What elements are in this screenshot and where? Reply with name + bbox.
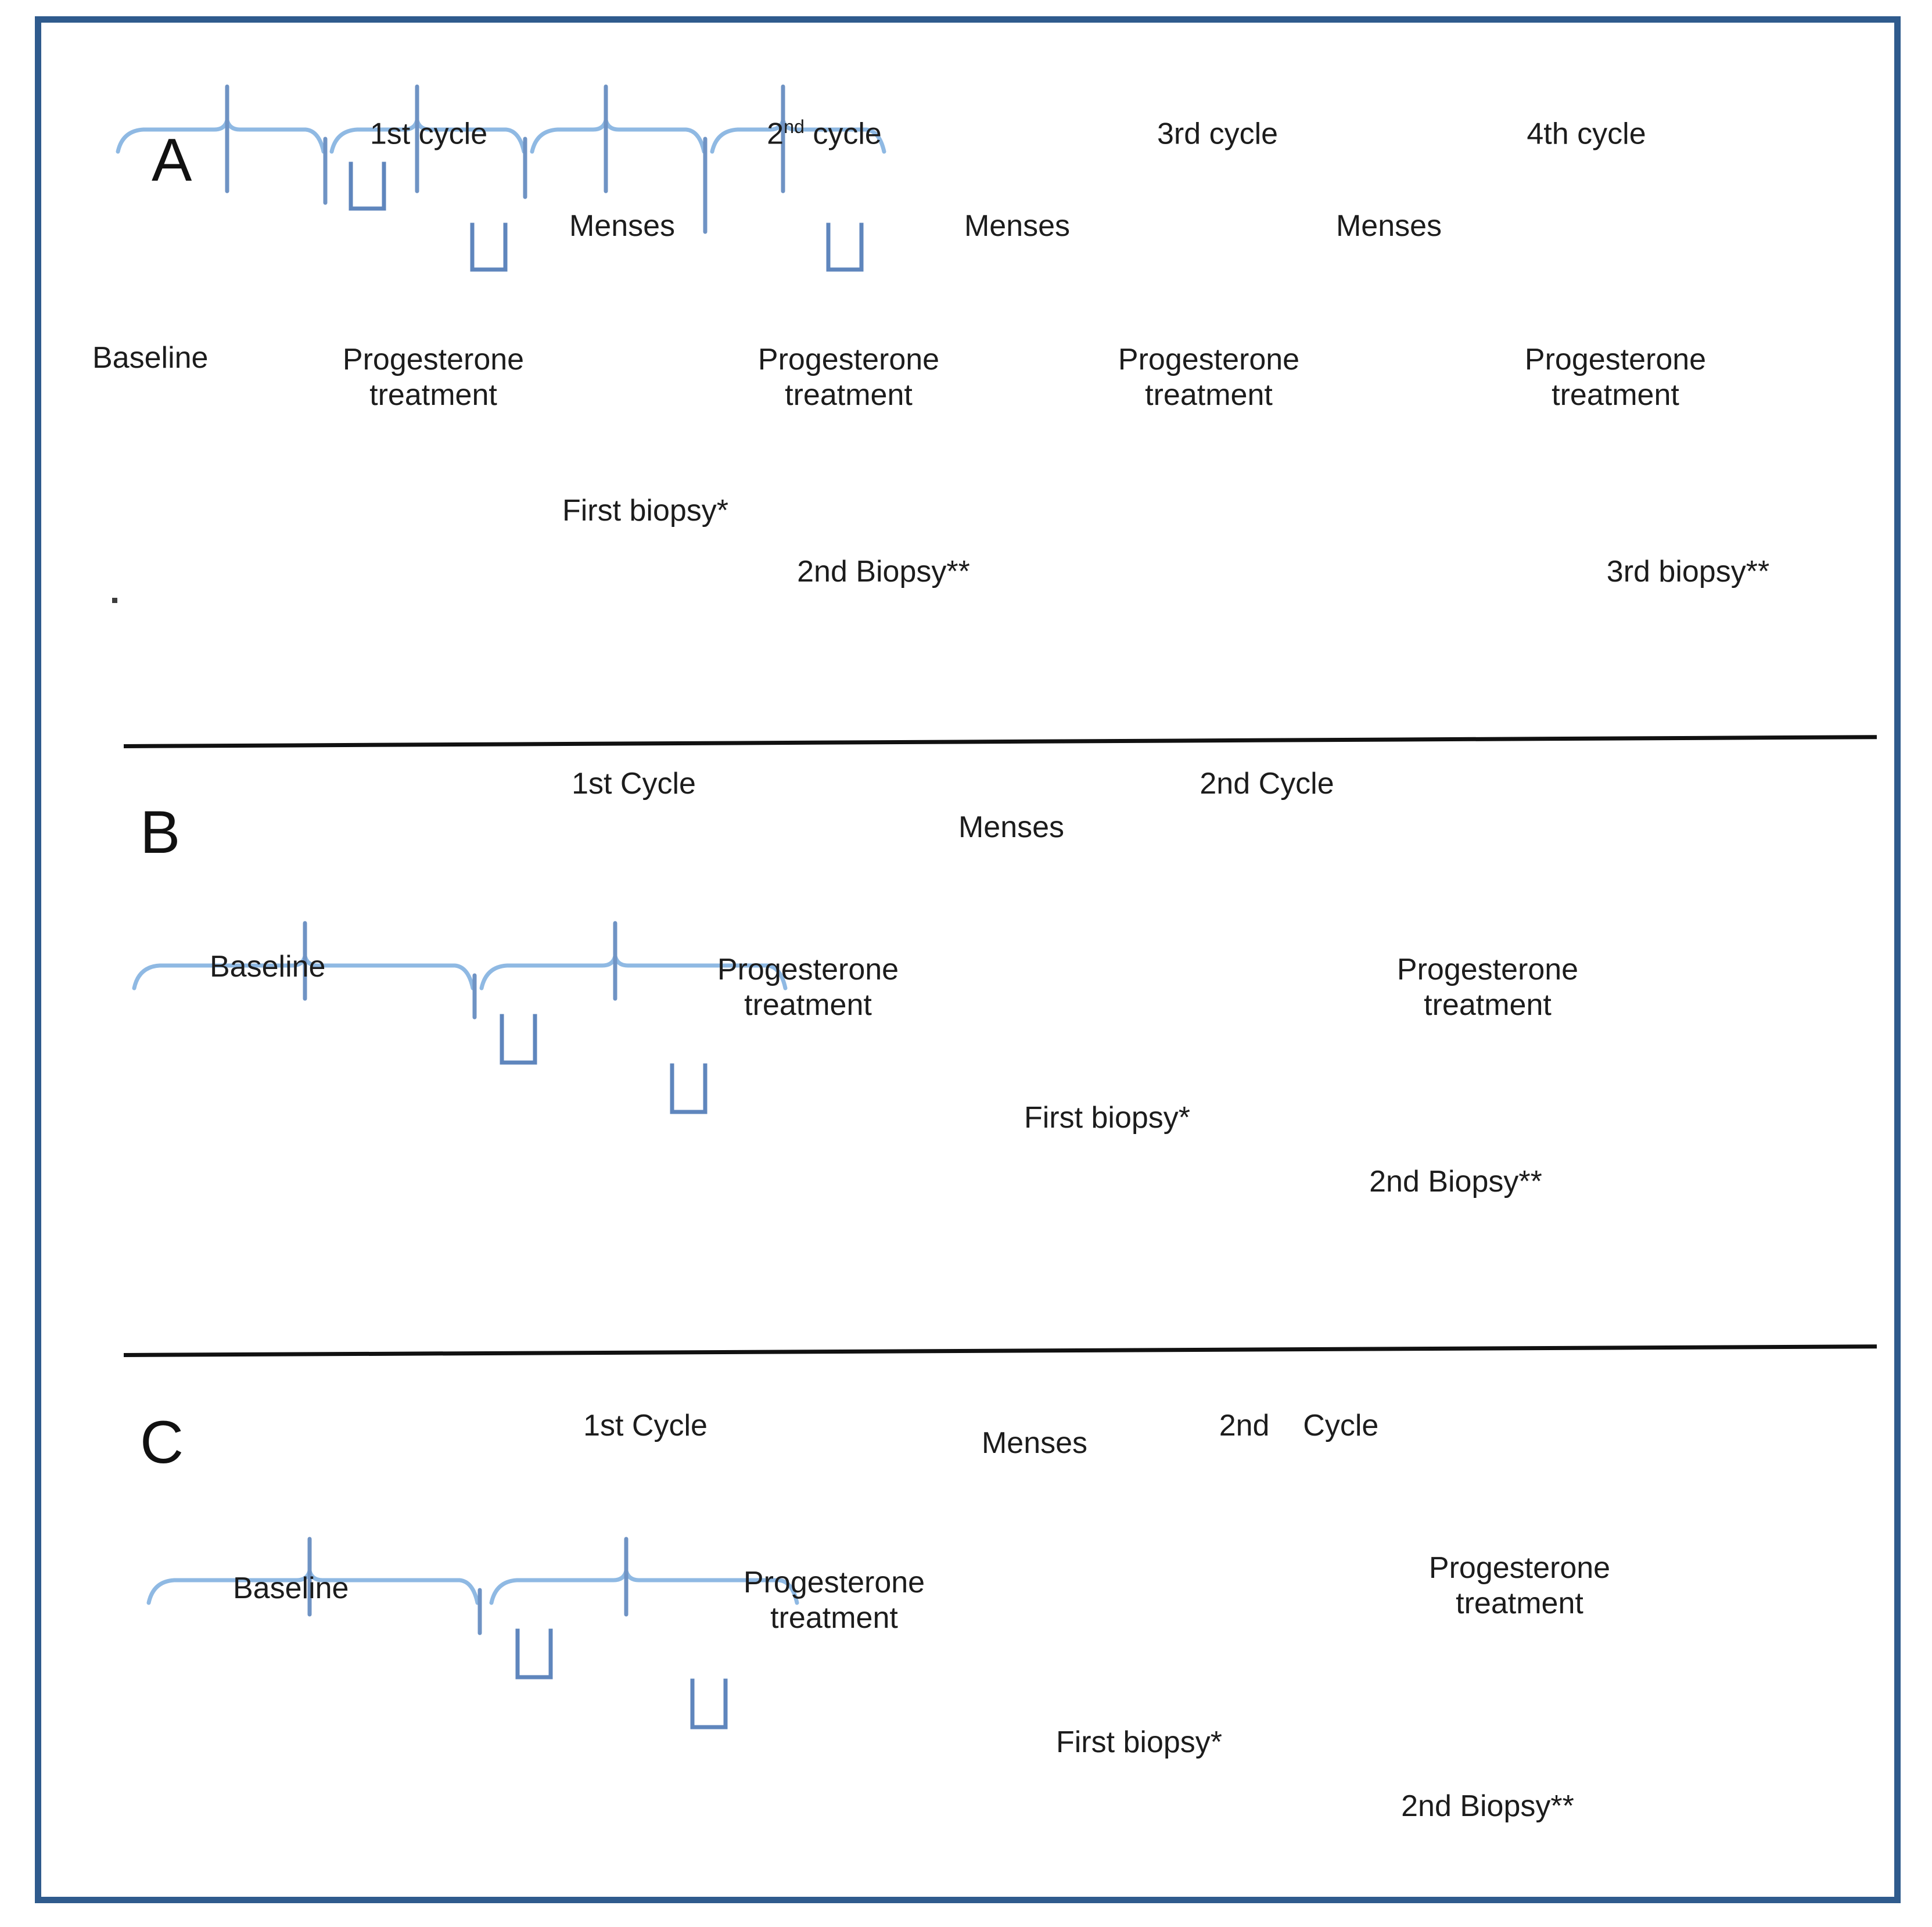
panel-b: B 1st Cycle 2nd Cycle Menses Baseline Pr… — [41, 23, 1894, 1897]
stray-dot — [112, 598, 117, 603]
biopsy-bracket-c-1 — [515, 1628, 553, 1680]
cycle-label-1: 1st cycle — [369, 117, 488, 151]
cycle-label-4: 4th cycle — [1527, 117, 1646, 151]
biopsy-label-b-2: 2nd Biopsy** — [1369, 1165, 1542, 1198]
menses-label-2: Menses — [964, 209, 1071, 243]
panel-c: C 1st Cycle 2nd Cycle Menses Baseline Pr… — [41, 23, 1894, 1897]
menses-label-1: Menses — [569, 209, 676, 243]
cycle-label-3: 3rd cycle — [1157, 117, 1279, 151]
biopsy-label-b-1: First biopsy* — [1024, 1101, 1191, 1135]
biopsy-label-2: 2nd Biopsy** — [797, 555, 970, 588]
biopsy-label-1: First biopsy* — [562, 494, 729, 527]
panel-letter-c: C — [140, 1409, 184, 1476]
cycle-label-2: 2nd cycle — [767, 116, 882, 151]
menses-label-c-1: Menses — [981, 1426, 1088, 1460]
biopsy-label-c-2: 2nd Biopsy** — [1401, 1789, 1574, 1823]
panel-letter-b: B — [140, 799, 181, 866]
panel-c-graphics — [146, 1537, 799, 1729]
cycle-label-b-1: 1st Cycle — [572, 767, 696, 801]
biopsy-bracket-c-2 — [690, 1678, 728, 1729]
figure-border: A 1st cycle 2nd cycle 3rd cycle 4th cycl… — [35, 16, 1901, 1903]
menses-label-b-1: Menses — [958, 810, 1065, 844]
baseline-label-c: Baseline — [233, 1571, 349, 1605]
baseline-label-b: Baseline — [210, 950, 326, 984]
menses-label-3: Menses — [1335, 209, 1442, 243]
cycle-label-c-1: 1st Cycle — [583, 1409, 708, 1442]
baseline-label-a: Baseline — [92, 341, 209, 375]
cycle-label-c-2: 2nd Cycle — [1219, 1409, 1379, 1442]
panel-letter-a: A — [152, 127, 192, 194]
biopsy-label-3: 3rd biopsy** — [1606, 555, 1770, 588]
cycle-label-b-2: 2nd Cycle — [1200, 767, 1334, 801]
biopsy-label-c-1: First biopsy* — [1055, 1725, 1223, 1759]
